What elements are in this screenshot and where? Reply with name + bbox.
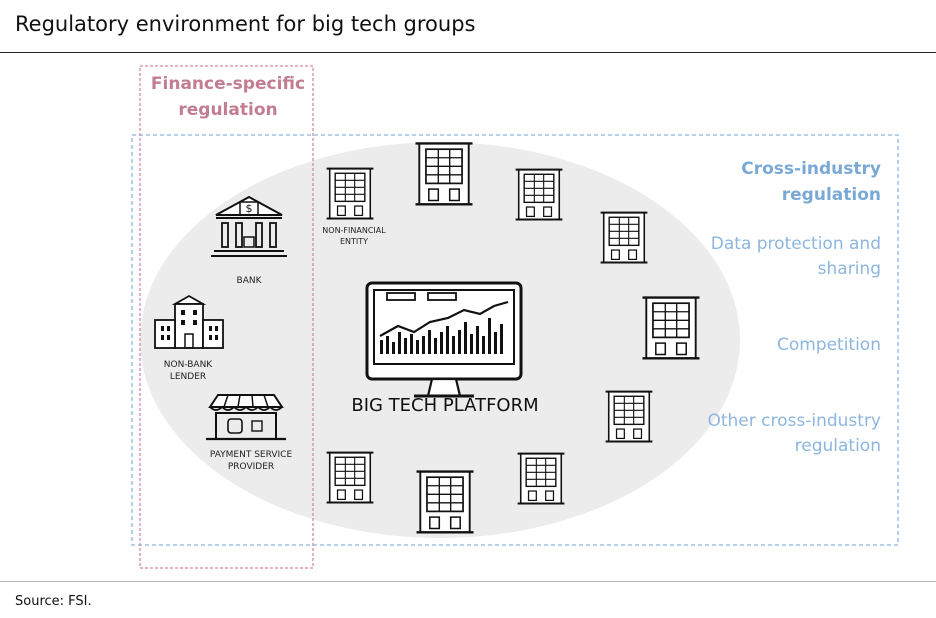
payment-service-provider-label: PAYMENT SERVICE PROVIDER bbox=[209, 450, 293, 472]
building-icon bbox=[599, 211, 649, 264]
competition-label: Competition bbox=[776, 335, 881, 355]
big-tech-platform-label: BIG TECH PLATFORM bbox=[351, 395, 539, 416]
non-bank-lender-label: NON-BANK LENDER bbox=[163, 360, 213, 382]
footer-divider bbox=[0, 581, 936, 582]
cross-industry-regulation-label: Cross-industry regulation bbox=[741, 159, 881, 205]
title-divider bbox=[0, 52, 936, 53]
data-protection-label: Data protection and sharing bbox=[710, 234, 881, 279]
building-icon bbox=[325, 167, 375, 220]
building-icon bbox=[414, 142, 474, 206]
building-icon bbox=[415, 470, 475, 534]
big-tech-platform-icon bbox=[365, 281, 523, 398]
building-icon bbox=[516, 452, 566, 505]
building-icon bbox=[514, 168, 564, 221]
finance-specific-regulation-label: Finance-specific regulation bbox=[150, 74, 306, 120]
non-bank-lender-icon bbox=[154, 294, 224, 349]
finance-specific-box bbox=[139, 65, 314, 569]
non-financial-entity-label: NON-FINANCIAL ENTITY bbox=[322, 226, 386, 246]
payment-service-provider-icon bbox=[206, 394, 286, 441]
building-icon bbox=[604, 390, 654, 443]
source-note: Source: FSI. bbox=[15, 594, 92, 609]
bank-icon: $ bbox=[211, 195, 287, 257]
svg-text:$: $ bbox=[246, 202, 253, 215]
other-cross-industry-label: Other cross-industry regulation bbox=[707, 411, 881, 456]
building-icon bbox=[325, 451, 375, 504]
bank-label: BANK bbox=[236, 276, 262, 286]
page-title: Regulatory environment for big tech grou… bbox=[15, 12, 476, 36]
